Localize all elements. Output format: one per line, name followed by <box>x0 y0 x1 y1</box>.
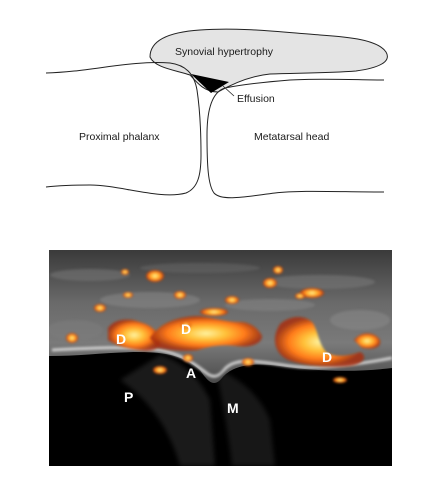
doppler-signal <box>66 266 381 383</box>
effusion-leader-line <box>222 85 235 97</box>
proximal-phalanx-outline <box>45 62 202 196</box>
label-proximal-phalanx: Proximal phalanx <box>79 131 160 143</box>
label-a: A <box>186 365 196 381</box>
label-m: M <box>227 400 239 416</box>
label-d-center: D <box>181 321 191 337</box>
label-synovial-hypertrophy: Synovial hypertrophy <box>175 46 274 58</box>
metatarsal-head-outline <box>206 78 385 199</box>
label-p: P <box>124 389 133 405</box>
ultrasound-image: D D D A P M <box>49 250 392 466</box>
label-effusion: Effusion <box>237 93 275 105</box>
bone-shadow <box>120 355 215 466</box>
label-d-left: D <box>116 331 126 347</box>
label-d-right: D <box>322 349 332 365</box>
synovial-hypertrophy-shape <box>149 28 388 93</box>
label-metatarsal-head: Metatarsal head <box>254 131 329 143</box>
bone-shadow-right <box>218 372 275 466</box>
joint-schematic: Synovial hypertrophy Effusion Proximal p… <box>45 28 388 199</box>
effusion-shape <box>191 74 229 93</box>
